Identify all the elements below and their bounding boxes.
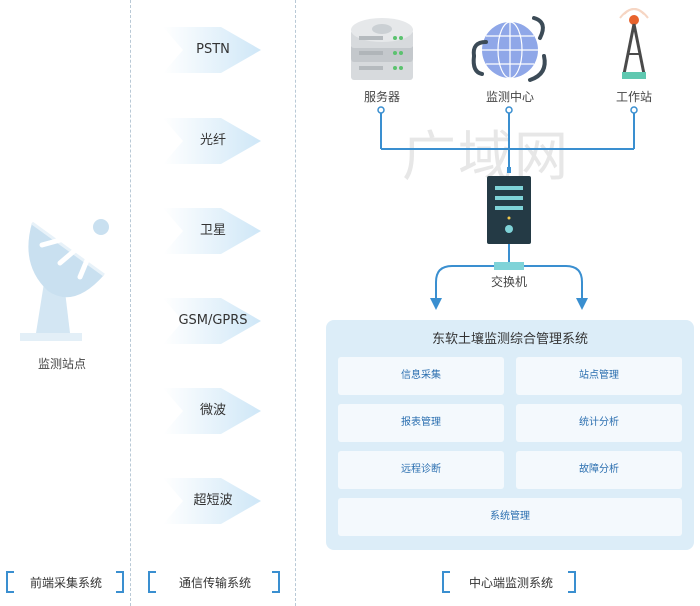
switch-label: 交换机	[490, 275, 527, 289]
module-report-management[interactable]: 报表管理	[338, 404, 504, 442]
module-statistics[interactable]: 统计分析	[516, 404, 682, 442]
module-remote-diagnosis[interactable]: 远程诊断	[338, 451, 504, 489]
module-system-management[interactable]: 系统管理	[338, 498, 682, 536]
arrow-icon	[163, 298, 261, 344]
module-info-collection[interactable]: 信息采集	[338, 357, 504, 395]
divider-left	[130, 0, 131, 606]
bracket-right-icon	[116, 571, 124, 593]
wan-watermark: 广域网	[402, 125, 570, 188]
arrow-icon	[163, 208, 261, 254]
channel-label: 光纤	[199, 133, 226, 148]
bracket-left-icon	[442, 571, 450, 593]
front-section-label: 前端采集系统	[29, 576, 102, 590]
channel-fiber: 光纤	[163, 118, 263, 164]
channel-ultrashort-wave: 超短波	[163, 478, 263, 524]
management-system-panel: 东软土壤监测综合管理系统 信息采集 站点管理 报表管理 统计分析 远程诊断 故障…	[326, 320, 694, 550]
channel-label: PSTN	[196, 42, 230, 57]
server-icon	[351, 18, 413, 80]
divider-right	[295, 0, 296, 606]
monitoring-site-label: 监测站点	[37, 357, 86, 371]
bracket-left-icon	[6, 571, 14, 593]
network-connectors	[377, 106, 638, 310]
module-site-management[interactable]: 站点管理	[516, 357, 682, 395]
bracket-right-icon	[568, 571, 576, 593]
channel-microwave: 微波	[163, 388, 263, 434]
server-label: 服务器	[363, 90, 400, 104]
channel-label: 微波	[199, 403, 226, 418]
arrow-icon	[163, 478, 261, 524]
workstation-label: 工作站	[615, 90, 652, 104]
module-fault-analysis[interactable]: 故障分析	[516, 451, 682, 489]
channel-gsm-gprs: GSM/GPRS	[163, 298, 263, 344]
channel-label: GSM/GPRS	[178, 313, 248, 328]
arrow-icon	[163, 388, 261, 434]
bracket-left-icon	[148, 571, 156, 593]
channel-satellite: 卫星	[163, 208, 263, 254]
arrow-icon	[163, 27, 261, 73]
globe-icon	[471, 16, 547, 82]
radio-tower-icon	[619, 8, 649, 79]
system-title: 东软土壤监测综合管理系统	[431, 332, 588, 347]
center-section-label: 中心端监测系统	[468, 576, 553, 590]
arrow-icon	[163, 118, 261, 164]
transport-section-label: 通信传输系统	[178, 576, 251, 590]
monitoring-center-label: 监测中心	[485, 90, 534, 104]
channel-label: 卫星	[199, 223, 226, 238]
satellite-dish-icon	[20, 219, 109, 341]
switch-icon	[487, 176, 531, 244]
channel-label: 超短波	[193, 493, 233, 508]
bracket-right-icon	[272, 571, 280, 593]
channel-pstn: PSTN	[163, 27, 263, 73]
